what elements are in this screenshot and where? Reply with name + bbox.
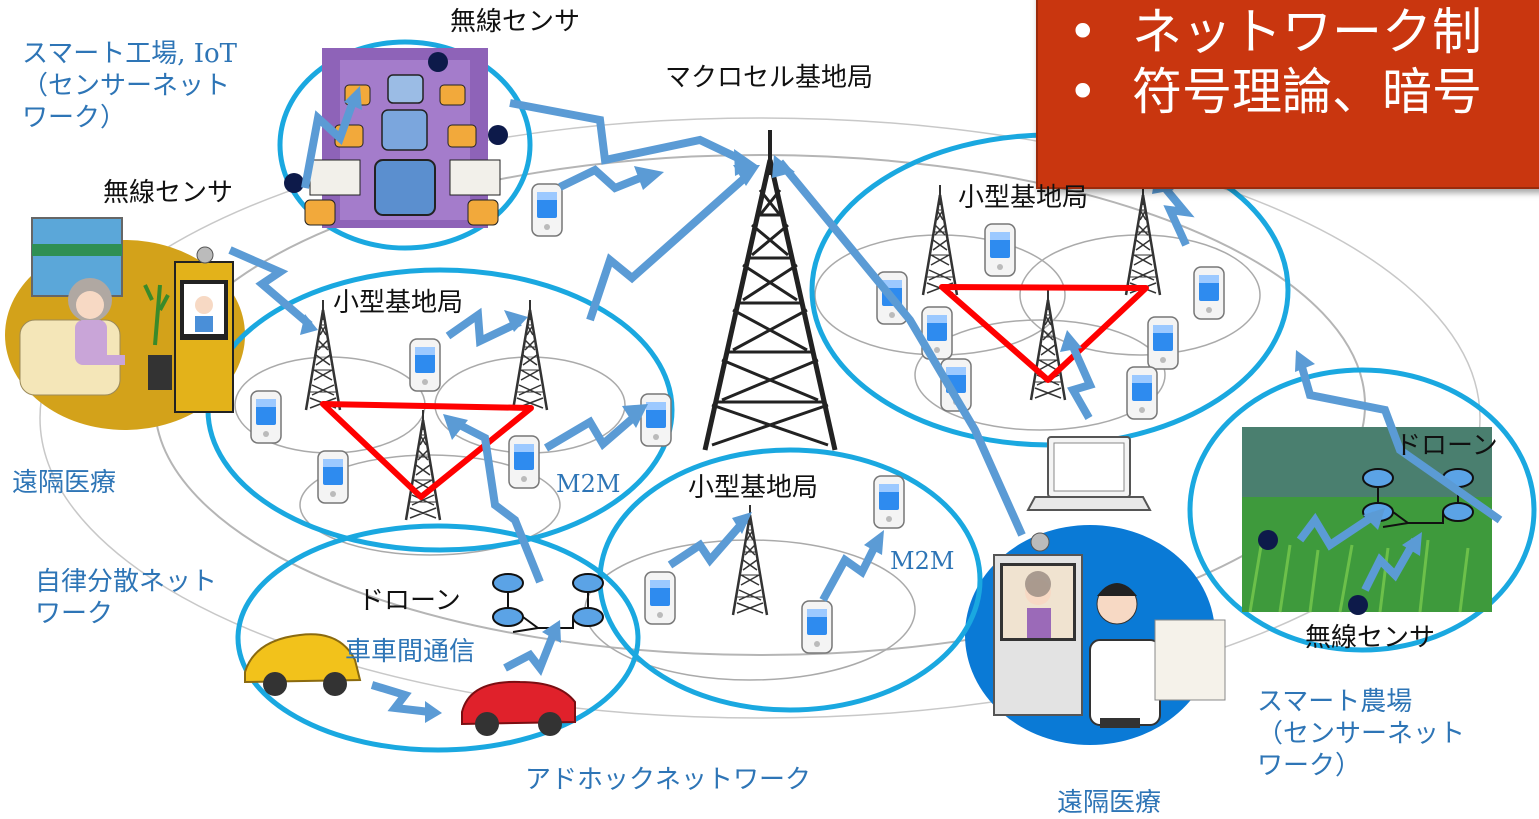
laptop-image (1026, 436, 1152, 511)
small-bs-left-label: 小型基地局 (333, 288, 464, 318)
adhoc-network-label: アドホックネットワーク (525, 765, 812, 795)
yellow-car (244, 633, 362, 696)
elderly-patient-image (19, 217, 234, 413)
factory-cell (277, 39, 533, 251)
m2m-center-label: M2M (890, 547, 955, 575)
left-triangle (320, 401, 534, 500)
remote-medical-right-label: 遠隔医療 (1057, 788, 1162, 818)
small-bs-right-label: 小型基地局 (958, 183, 1089, 213)
v2v-label: 車車間通信 (345, 637, 476, 667)
banner-bullet-1: •ネットワーク制 (1068, 3, 1482, 61)
m2m-left-label: M2M (556, 470, 621, 498)
topic-banner: •ネットワーク制 •符号理論、暗号 (1036, 0, 1539, 189)
sensor-top-label: 無線センサ (450, 7, 581, 37)
autonomous-network-label: 自律分散ネット ワーク (35, 567, 218, 629)
doctor-image (993, 532, 1226, 728)
red-car (461, 680, 576, 736)
drone-left-label: ドローン (358, 586, 461, 616)
macro-bs-label: マクロセル基地局 (665, 63, 874, 93)
right-triangle (939, 284, 1149, 383)
farm-cell (1187, 367, 1537, 653)
banner-bullet-2: •符号理論、暗号 (1068, 63, 1482, 121)
wireless-link-arrows (228, 94, 1503, 716)
adhoc-cell (235, 523, 641, 753)
remote-medical-left-label: 遠隔医療 (12, 468, 117, 498)
smart-farm-label: スマート農場 （センサーネット ワーク） (1257, 687, 1466, 781)
small-bs-center-label: 小型基地局 (688, 473, 819, 503)
factory-image (304, 48, 501, 228)
drone-right-label: ドローン (1395, 431, 1498, 461)
macro-tower-icon (702, 130, 838, 451)
smart-factory-label: スマート工場, IoT （センサーネット ワーク） (22, 39, 238, 133)
sensor-dots (284, 52, 1368, 615)
sensor-left-label: 無線センサ (103, 178, 234, 208)
sensor-right-label: 無線センサ (1305, 623, 1436, 653)
